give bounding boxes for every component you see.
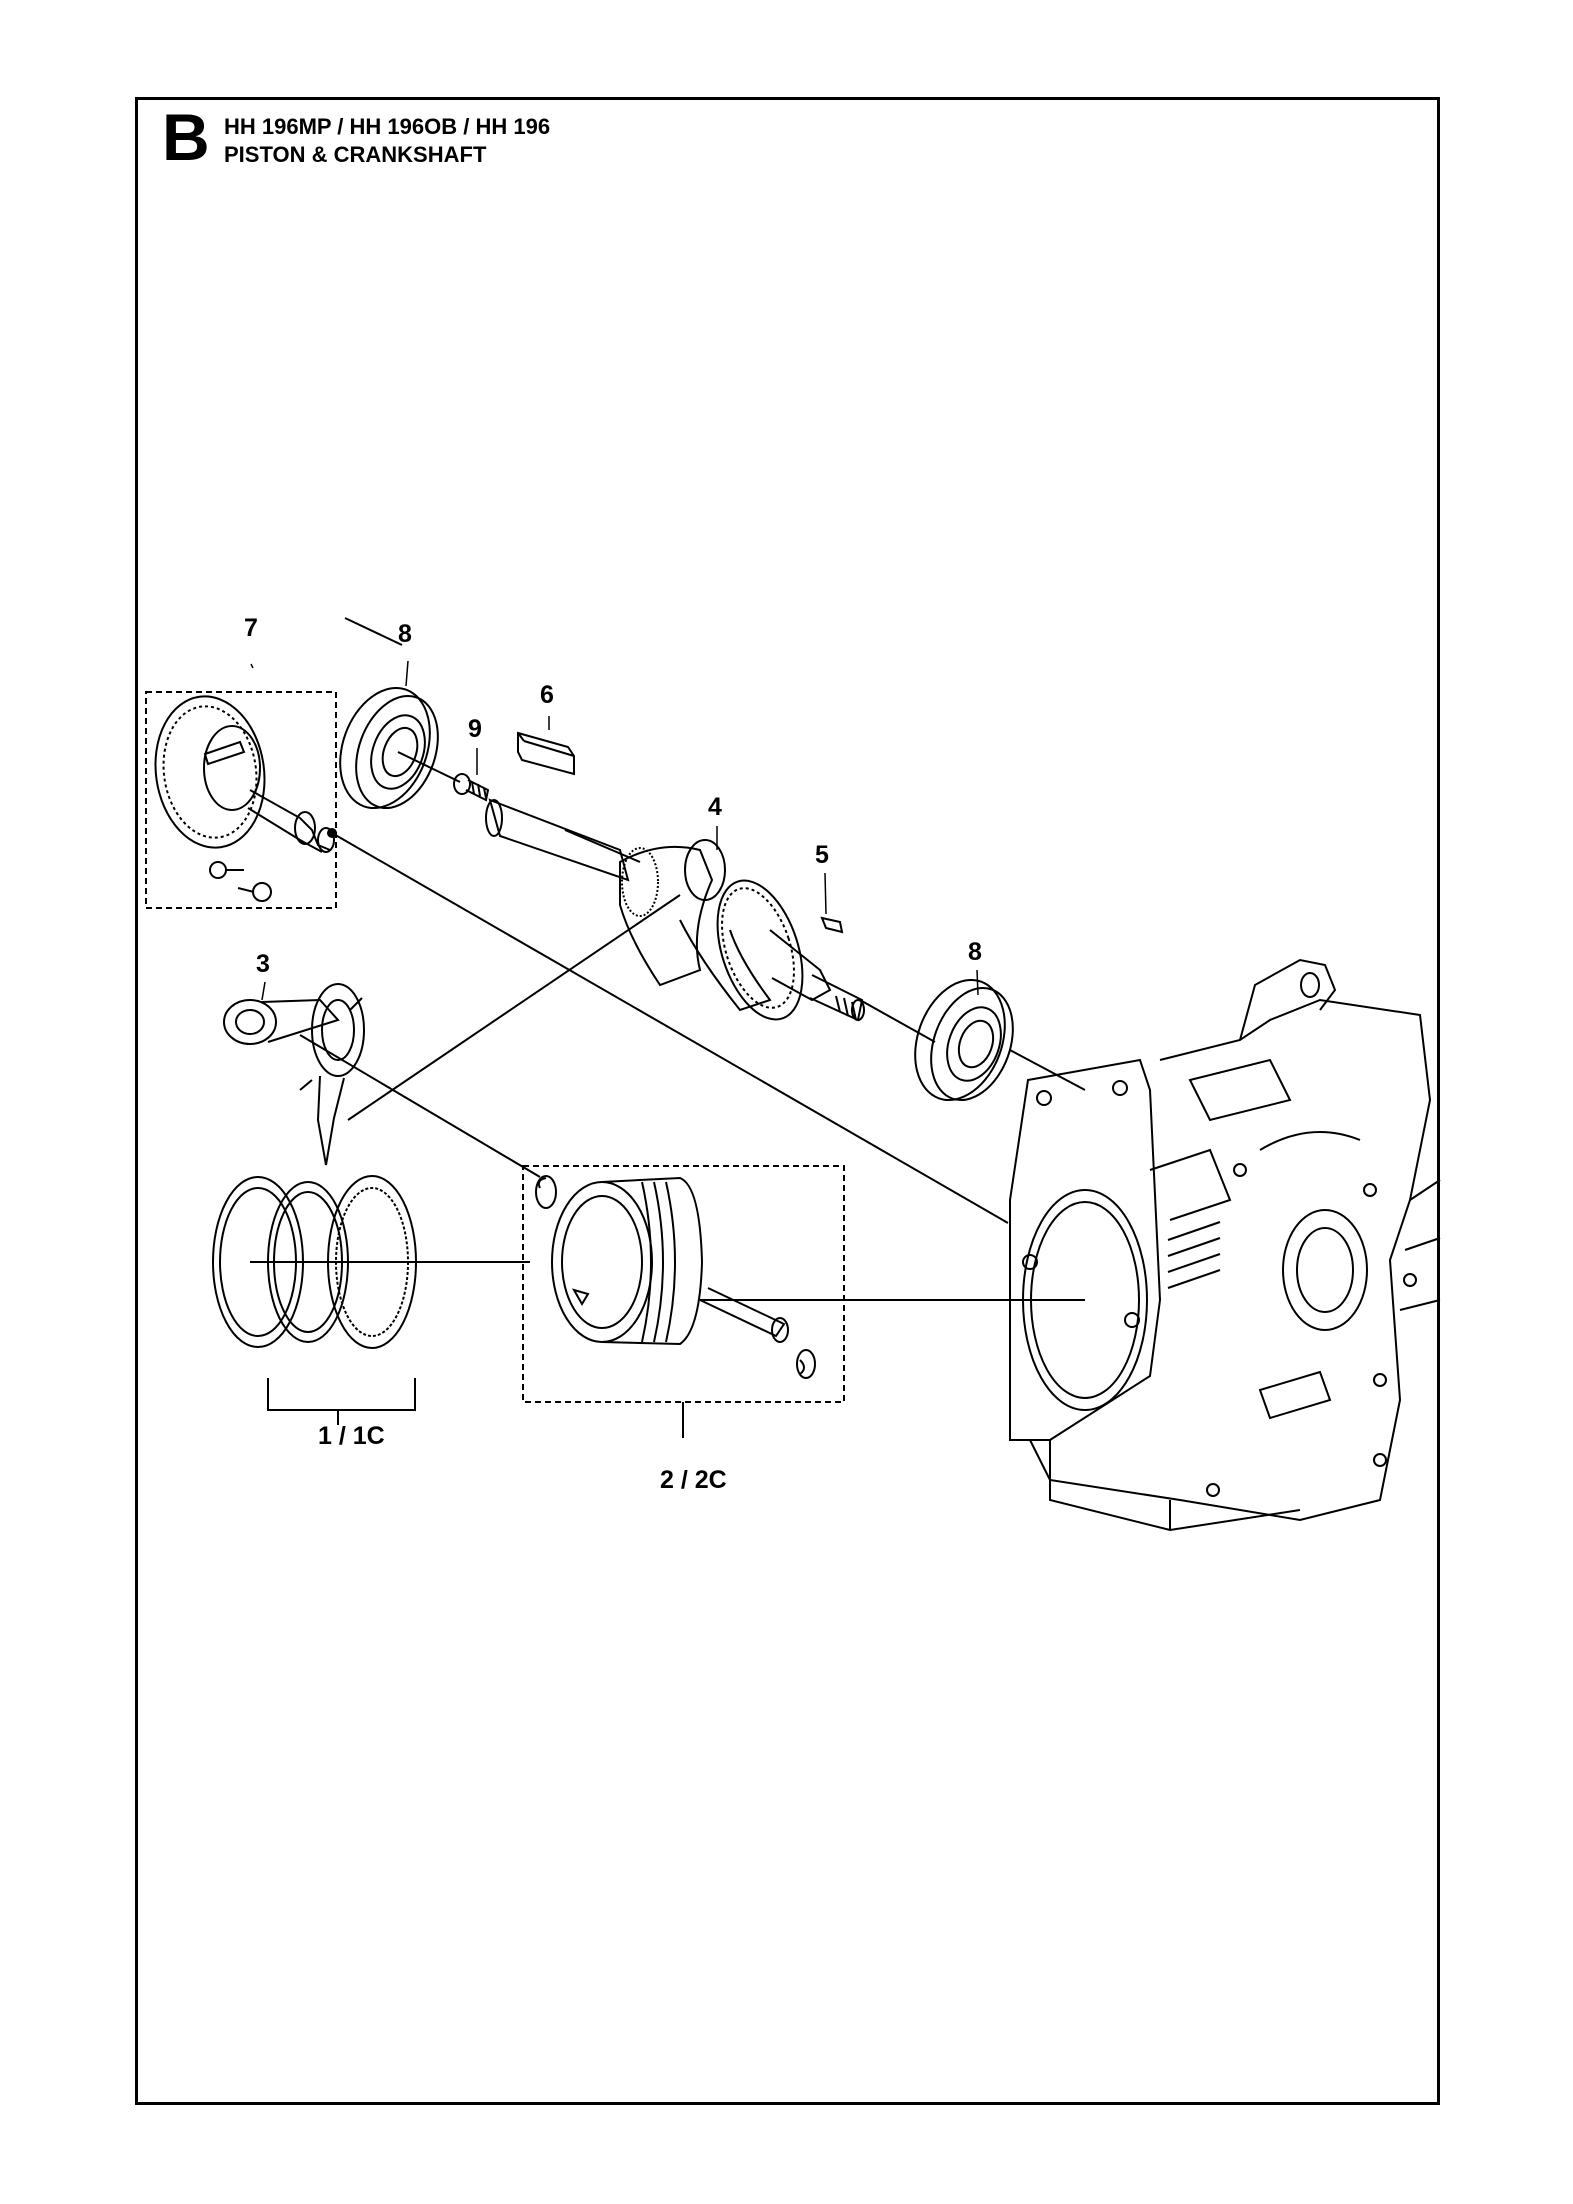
crank-shaft-pto — [488, 798, 630, 882]
cylinder-face — [1009, 1058, 1162, 1441]
callout-8-right: 8 — [968, 938, 982, 966]
callout-4: 4 — [708, 793, 722, 821]
woodruff-key — [820, 916, 844, 934]
piston-skirt — [601, 1176, 704, 1346]
bearing-to-block-line — [1009, 1049, 1086, 1091]
crank-counterweight — [679, 919, 772, 1012]
bearing-left — [339, 686, 461, 810]
screw-part — [453, 773, 490, 802]
rod-to-clip-line — [299, 1034, 541, 1178]
piston-rings — [212, 1175, 417, 1425]
crank-web-2 — [716, 879, 804, 1021]
crank-web-1 — [619, 845, 714, 987]
bearing-right — [914, 978, 1014, 1102]
crank-gear — [621, 847, 659, 917]
rod-beam — [261, 998, 340, 1043]
cam-pin-1 — [209, 861, 227, 879]
callout-9: 9 — [468, 715, 482, 743]
piston-kit — [522, 1165, 845, 1438]
piston-arrow — [571, 1288, 590, 1306]
camshaft-to-block-line — [331, 832, 1009, 1224]
rod-big-end — [311, 983, 365, 1077]
crankshaft — [485, 798, 865, 1022]
page-frame — [135, 97, 1440, 2105]
diagram-title: PISTON & CRANKSHAFT — [224, 142, 487, 167]
cylinder-bore — [1022, 1189, 1148, 1411]
section-letter: B — [162, 100, 210, 174]
ring-3 — [327, 1175, 417, 1349]
crank-pin — [684, 839, 726, 901]
ring-2 — [267, 1181, 349, 1343]
piston-clip-2 — [799, 1359, 805, 1375]
callout-8-left: 8 — [398, 620, 412, 648]
ring-1 — [212, 1176, 304, 1348]
callout-5: 5 — [815, 841, 829, 869]
key-part — [517, 731, 575, 776]
cam-gear-outer — [154, 695, 266, 849]
callout-labels: 7 8 6 9 4 5 8 3 1 / 1C 2 / 2C — [244, 614, 982, 1494]
bearing-to-screw-line — [344, 617, 403, 646]
callout-2-2c: 2 / 2C — [660, 1466, 727, 1494]
camshaft-assembly — [145, 691, 337, 909]
callout-3: 3 — [256, 950, 270, 978]
cam-gear-hub — [203, 725, 261, 811]
connecting-rod — [223, 983, 365, 1166]
engine-block — [1009, 958, 1441, 1532]
assembly-lines — [250, 617, 1086, 1301]
rod-small-end — [223, 999, 277, 1045]
cam-pin-2 — [252, 882, 272, 902]
rod-dipper — [316, 1075, 345, 1166]
callout-6: 6 — [540, 681, 554, 709]
piston-kit-box — [522, 1165, 845, 1403]
camshaft-body — [249, 789, 331, 851]
rings-bracket — [267, 1378, 416, 1411]
cam-gear-teeth — [162, 705, 258, 839]
piston-pin — [699, 1287, 786, 1338]
decompressor-pin — [203, 740, 246, 766]
callout-7: 7 — [244, 614, 258, 642]
crank-to-rod-line — [347, 894, 681, 1121]
piston-crown — [551, 1181, 653, 1343]
callout-1-1c: 1 / 1C — [318, 1422, 385, 1450]
model-title: HH 196MP / HH 196OB / HH 196 — [224, 114, 551, 139]
crank-to-bearing-line — [859, 999, 936, 1043]
camshaft-kit-box — [145, 691, 337, 909]
crankcase-seal-bore — [1282, 1209, 1368, 1331]
